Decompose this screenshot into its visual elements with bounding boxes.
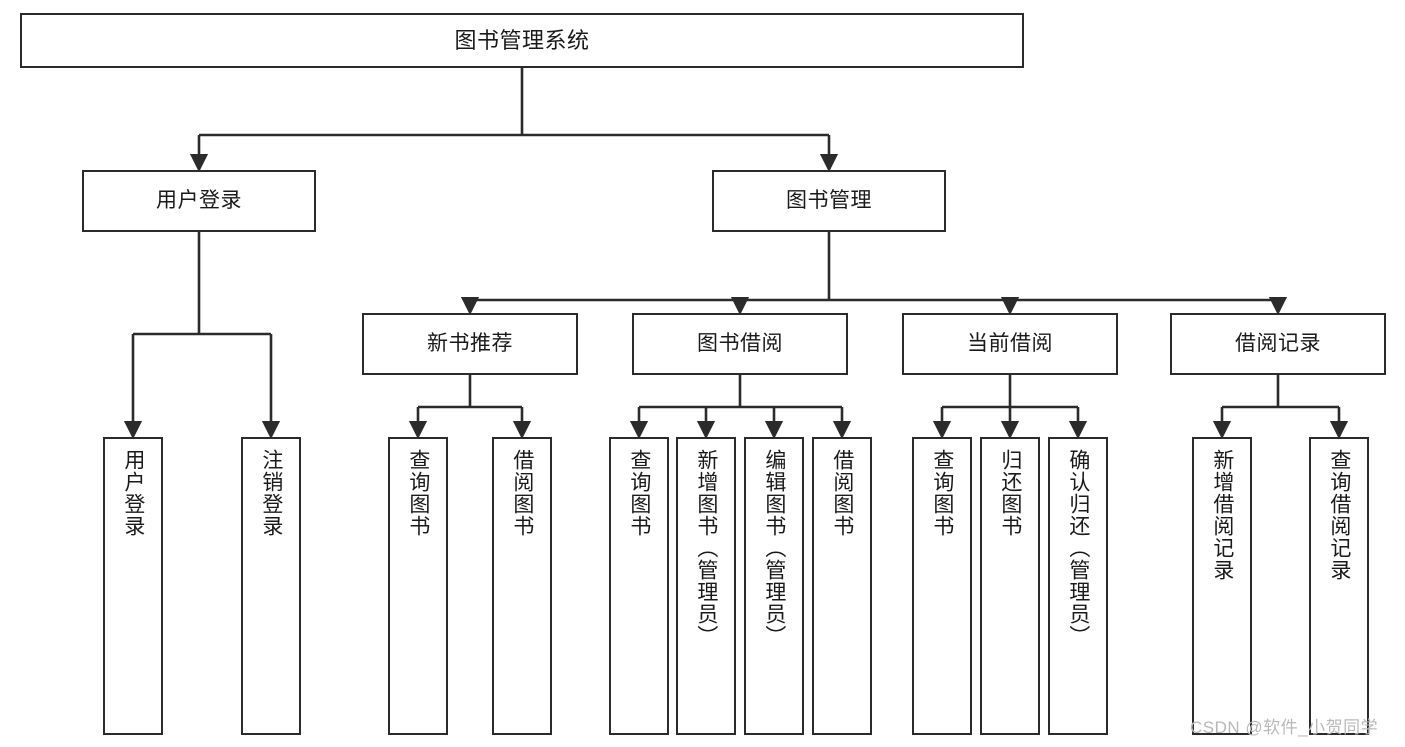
node-label: 新书推荐 [427, 331, 513, 355]
node-label: 查询借阅记录 [1327, 449, 1351, 581]
node-leaf-edit-book-admin[interactable]: 编辑图书（管理员） [744, 437, 804, 735]
node-label: 用户登录 [121, 449, 145, 537]
node-label: 查询图书 [627, 449, 651, 537]
node-label: 借阅图书 [830, 449, 854, 537]
node-user-login[interactable]: 用户登录 [82, 170, 316, 232]
csdn-watermark: CSDN @软件_小贺同学 [1190, 718, 1379, 737]
node-label: 借阅图书 [510, 449, 534, 537]
node-label: 图书管理系统 [454, 27, 590, 53]
node-leaf-query-book-current[interactable]: 查询图书 [912, 437, 972, 735]
node-book-borrowing[interactable]: 图书借阅 [632, 313, 848, 375]
node-leaf-query-book-recommendation[interactable]: 查询图书 [388, 437, 448, 735]
node-leaf-borrow-book-recommendation[interactable]: 借阅图书 [492, 437, 552, 735]
node-label: 查询图书 [930, 449, 954, 537]
node-leaf-return-book[interactable]: 归还图书 [980, 437, 1040, 735]
node-label: 新增图书（管理员） [694, 449, 718, 647]
node-leaf-add-borrowing-record[interactable]: 新增借阅记录 [1192, 437, 1252, 735]
node-leaf-borrow-book-borrowing[interactable]: 借阅图书 [812, 437, 872, 735]
node-borrowing-records[interactable]: 借阅记录 [1170, 313, 1386, 375]
node-label: 当前借阅 [967, 331, 1053, 355]
node-label: 新增借阅记录 [1210, 449, 1234, 581]
node-label: 图书借阅 [697, 331, 783, 355]
node-leaf-logout[interactable]: 注销登录 [241, 437, 301, 735]
node-book-management[interactable]: 图书管理 [712, 170, 946, 232]
node-new-book-recommendation[interactable]: 新书推荐 [362, 313, 578, 375]
node-label: 用户登录 [156, 188, 242, 212]
node-label: 确认归还（管理员） [1066, 449, 1090, 647]
node-label: 编辑图书（管理员） [762, 449, 786, 647]
node-leaf-user-login[interactable]: 用户登录 [103, 437, 163, 735]
node-label: 借阅记录 [1235, 331, 1321, 355]
node-root-book-management-system[interactable]: 图书管理系统 [20, 13, 1024, 68]
node-label: 图书管理 [786, 188, 872, 212]
node-leaf-query-book-borrowing[interactable]: 查询图书 [609, 437, 669, 735]
node-label: 注销登录 [259, 449, 283, 537]
node-leaf-query-borrowing-record[interactable]: 查询借阅记录 [1309, 437, 1369, 735]
node-leaf-add-book-admin[interactable]: 新增图书（管理员） [676, 437, 736, 735]
node-label: 查询图书 [406, 449, 430, 537]
node-leaf-confirm-return-admin[interactable]: 确认归还（管理员） [1048, 437, 1108, 735]
node-label: 归还图书 [998, 449, 1022, 537]
node-current-borrowing[interactable]: 当前借阅 [902, 313, 1118, 375]
